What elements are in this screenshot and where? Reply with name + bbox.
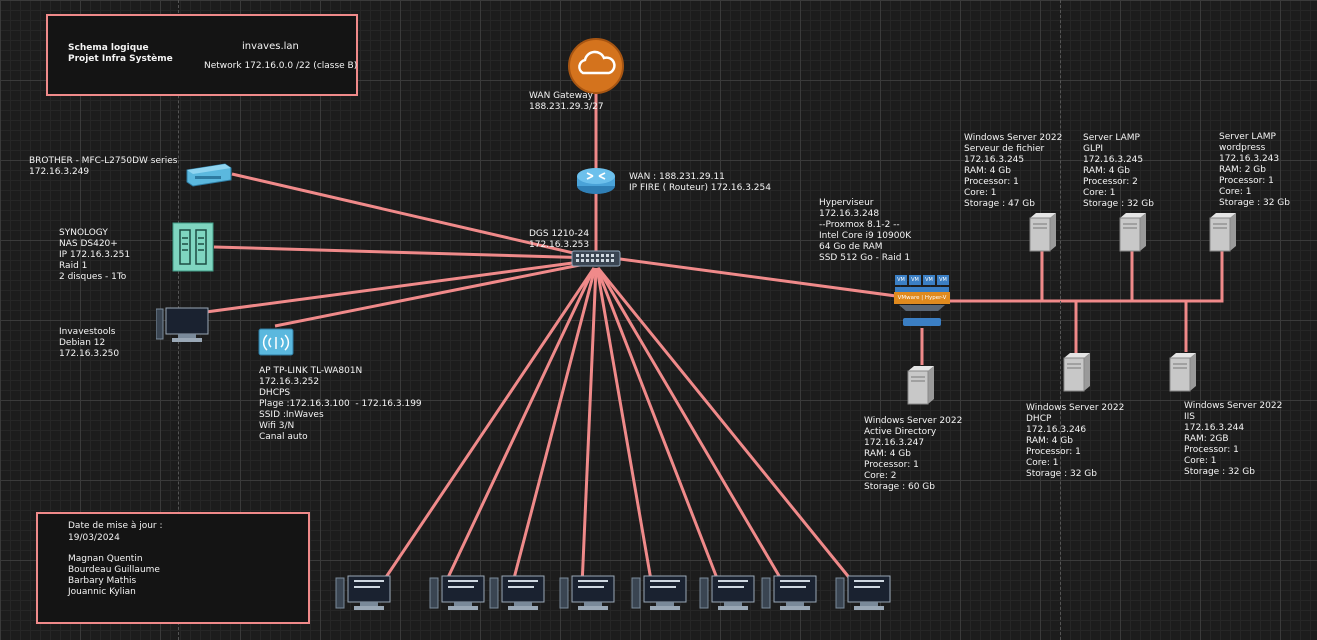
vm-chip: VM: [923, 275, 935, 285]
server-icon: [1168, 352, 1198, 392]
link-ws-2: [442, 267, 596, 587]
link-printer: [231, 172, 596, 260]
network-label: Network 172.16.0.0 /22 (classe B): [204, 61, 358, 71]
vm-chip: VM: [909, 275, 921, 285]
guide-line: [1060, 0, 1061, 640]
server-label-glpi: Server LAMP GLPI 172.16.3.245 RAM: 4 Gb …: [1083, 133, 1154, 209]
link-hypervisor: [619, 257, 897, 298]
workstation-icon: [699, 575, 755, 610]
tools-pc-label: Invavestools Debian 12 172.16.3.250: [59, 327, 120, 359]
workstation-icon: [559, 575, 615, 610]
link-ws-8: [596, 267, 858, 587]
link-ap: [274, 260, 596, 328]
router-icon: [577, 168, 615, 194]
workstation-icon: [835, 575, 891, 610]
link-nas: [213, 245, 596, 260]
workstation-icon: [489, 575, 545, 610]
server-label-ad: Windows Server 2022 Active Directory 172…: [864, 416, 963, 492]
diagram-title: Schema logique Projet Infra Système: [68, 43, 173, 64]
vm-chip: VM: [895, 275, 907, 285]
monitor-icon: [156, 307, 209, 342]
hypervisor-label: Hyperviseur 172.16.3.248 --Proxmox 8.1-2…: [819, 198, 912, 263]
nas-icon: [172, 222, 214, 272]
switch-icon: [571, 250, 621, 267]
update-date: 19/03/2024: [68, 533, 120, 543]
workstation-icon: [761, 575, 817, 610]
link-ws-7: [596, 267, 787, 587]
link-hv-iis: [1132, 299, 1188, 352]
server-icon: [1118, 212, 1148, 252]
vm-chip: VM: [937, 275, 949, 285]
link-ws-3: [510, 267, 597, 587]
nas-label: SYNOLOGY NAS DS420+ IP 172.16.3.251 Raid…: [59, 228, 131, 282]
title-box: Schema logique Projet Infra Système inva…: [46, 14, 358, 96]
cloud-icon: [568, 38, 624, 94]
update-date-label: Date de mise à jour :: [68, 521, 163, 531]
hypervisor-banner: VMware | Hyper-V: [894, 292, 950, 304]
ap-label: AP TP-LINK TL-WA801N 172.16.3.252 DHCPS …: [259, 366, 422, 442]
wan-gateway-label: WAN Gateway 188.231.29.3/27: [529, 91, 604, 112]
workstation-icon: [429, 575, 485, 610]
hypervisor-icon: VM VM VM VM VMware | Hyper-V: [894, 275, 950, 329]
switch-label: DGS 1210-24 172.16.3.253: [529, 229, 590, 250]
workstations: [335, 575, 891, 610]
access-point-icon: [258, 328, 294, 356]
server-label-iis: Windows Server 2022 IIS 172.16.3.244 RAM…: [1184, 401, 1283, 477]
link-ws-4: [580, 267, 598, 587]
server-label-dhcp: Windows Server 2022 DHCP 172.16.3.246 RA…: [1026, 403, 1125, 479]
server-icon: [1062, 352, 1092, 392]
workstation-icon: [335, 575, 391, 610]
link-ws-1: [378, 267, 596, 587]
server-icon: [1028, 212, 1058, 252]
server-label-wordpress: Server LAMP wordpress 172.16.3.243 RAM: …: [1219, 132, 1290, 208]
authors: Magnan Quentin Bourdeau Guillaume Barbar…: [68, 554, 160, 597]
printer-label: BROTHER - MFC-L2750DW series 172.16.3.24…: [29, 156, 178, 177]
link-ws-6: [595, 267, 722, 587]
server-icon: [906, 365, 936, 405]
router-label: WAN : 188.231.29.11 IP FIRE ( Routeur) 1…: [629, 172, 771, 193]
printer-icon: [186, 163, 232, 187]
domain-label: invaves.lan: [242, 41, 299, 52]
connection-links: [205, 92, 1224, 587]
link-tools-pc: [205, 258, 596, 314]
server-label-fichier: Windows Server 2022 Serveur de fichier 1…: [964, 133, 1063, 209]
link-ws-5: [595, 267, 654, 587]
server-icon: [1208, 212, 1238, 252]
workstation-icon: [631, 575, 687, 610]
link-hv-bus: [948, 250, 1224, 303]
info-box: Date de mise à jour : 19/03/2024 Magnan …: [36, 512, 310, 624]
